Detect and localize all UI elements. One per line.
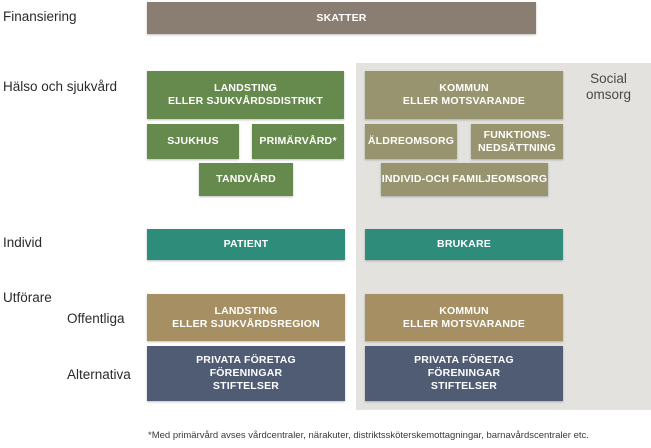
private-left-box: PRIVATA FÖRETAG FÖRENINGAR STIFTELSER bbox=[147, 346, 345, 401]
primary-care-box: PRIMÄRVÅRD* bbox=[252, 124, 344, 159]
patient-box: PATIENT bbox=[147, 229, 345, 260]
footnote: *Med primärvård avses vårdcentraler, när… bbox=[148, 430, 589, 441]
client-box: BRUKARE bbox=[365, 229, 563, 260]
county-box: LANDSTING ELLER SJUKVÅRDSDISTRIKT bbox=[147, 71, 344, 119]
row-label-providers: Utförare bbox=[3, 290, 52, 305]
row-label-individual: Individ bbox=[3, 235, 43, 250]
private-right-box: PRIVATA FÖRETAG FÖRENINGAR STIFTELSER bbox=[365, 346, 563, 401]
row-label-financing: Finansiering bbox=[3, 9, 77, 24]
elderly-care-box: ÄLDREOMSORG bbox=[365, 124, 457, 159]
row-label-alternative: Alternativa bbox=[67, 367, 131, 382]
dental-box: TANDVÅRD bbox=[199, 163, 293, 196]
hospital-box: SJUKHUS bbox=[147, 124, 239, 159]
row-label-public: Offentliga bbox=[67, 311, 125, 326]
disability-box: FUNKTIONS- NEDSÄTTNING bbox=[471, 124, 563, 159]
municipality-box: KOMMUN ELLER MOTSVARANDE bbox=[365, 71, 563, 119]
family-care-box: INDIVID-OCH FAMILJEOMSORG bbox=[381, 163, 548, 196]
county-provider-box: LANDSTING ELLER SJUKVÅRDSREGION bbox=[147, 294, 345, 341]
row-label-health: Hälso och sjukvård bbox=[3, 79, 118, 94]
panel-label-social-care: Social omsorg bbox=[586, 71, 632, 102]
municipality-provider-box: KOMMUN ELLER MOTSVARANDE bbox=[365, 294, 563, 341]
taxes-box: SKATTER bbox=[147, 2, 536, 34]
